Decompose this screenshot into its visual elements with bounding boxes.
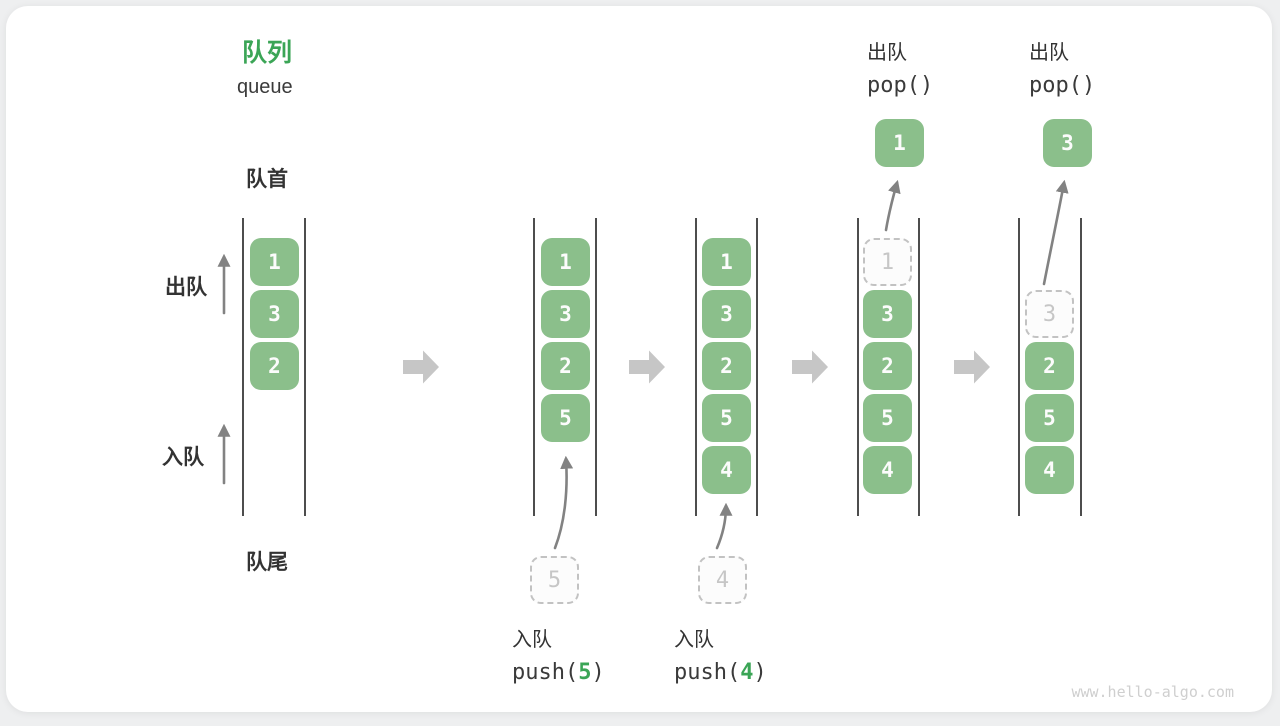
- queue2-left-wall: [533, 218, 535, 516]
- op-push-5-arg: 5: [578, 660, 592, 685]
- queue2-staged-ghost-cell: 5: [530, 556, 579, 604]
- queue4-cell: 5: [863, 394, 912, 442]
- transition-arrow-3: [792, 350, 828, 384]
- title-zh: 队列: [242, 39, 293, 67]
- queue2-cell: 3: [541, 290, 590, 338]
- op-push-5-label: 入队: [512, 629, 552, 651]
- op-pop-2-code: pop(): [1029, 73, 1096, 98]
- queue4-cell: 4: [863, 446, 912, 494]
- queue3-cell: 5: [702, 394, 751, 442]
- queue1-left-wall: [242, 218, 244, 516]
- queue2-cell: 2: [541, 342, 590, 390]
- op-push-4-label: 入队: [674, 629, 714, 651]
- transition-arrow-4: [954, 350, 990, 384]
- queue4-ghost-cell: 1: [863, 238, 912, 286]
- op-push-5-code: push(5): [512, 660, 605, 685]
- label-dequeue-side: 出队: [165, 276, 207, 299]
- op-push-4-arg: 4: [740, 660, 754, 685]
- queue2-cell: 1: [541, 238, 590, 286]
- pop1-arrow: [884, 179, 901, 232]
- op-push-4: 入队 push(4): [674, 623, 767, 685]
- queue5-ghost-cell: 3: [1025, 290, 1074, 338]
- queue5-left-wall: [1018, 218, 1020, 516]
- queue5-right-wall: [1080, 218, 1082, 516]
- queue3-cell: 2: [702, 342, 751, 390]
- queue4-right-wall: [918, 218, 920, 516]
- queue1-right-wall: [304, 218, 306, 516]
- push5-arrow: [553, 455, 574, 550]
- pop2-arrow: [1042, 179, 1069, 286]
- push4-arrow: [715, 502, 733, 550]
- queue1-cell: 1: [250, 238, 299, 286]
- queue1-cell: 2: [250, 342, 299, 390]
- op-pop-1: 出队 pop(): [867, 36, 933, 98]
- queue1-cell: 3: [250, 290, 299, 338]
- queue3-cell: 4: [702, 446, 751, 494]
- queue4-cell: 2: [863, 342, 912, 390]
- title-en: queue: [237, 76, 293, 98]
- queue3-right-wall: [756, 218, 758, 516]
- queue4-popped-cell: 1: [875, 119, 924, 167]
- label-enqueue-side: 入队: [162, 446, 204, 469]
- queue3-left-wall: [695, 218, 697, 516]
- queue2-right-wall: [595, 218, 597, 516]
- op-push-5: 入队 push(5): [512, 623, 605, 685]
- queue5-cell: 2: [1025, 342, 1074, 390]
- queue4-cell: 3: [863, 290, 912, 338]
- watermark: www.hello-algo.com: [1071, 683, 1234, 701]
- queue4-left-wall: [857, 218, 859, 516]
- queue3-staged-ghost-cell: 4: [698, 556, 747, 604]
- queue5-cell: 5: [1025, 394, 1074, 442]
- queue5-cell: 4: [1025, 446, 1074, 494]
- queue3-cell: 3: [702, 290, 751, 338]
- label-queue-rear: 队尾: [246, 551, 288, 574]
- transition-arrow-1: [403, 350, 439, 384]
- arrows-layer: [217, 179, 1069, 550]
- op-pop-1-code: pop(): [867, 73, 934, 98]
- queue5-popped-cell: 3: [1043, 119, 1092, 167]
- op-pop-2: 出队 pop(): [1029, 36, 1095, 98]
- op-push-4-code: push(4): [674, 660, 767, 685]
- op-pop-1-label: 出队: [867, 42, 907, 64]
- diagram-card: 队列 queue 队首 队尾 出队 入队 1 3 2 1 3 2 5 5 1 3…: [6, 6, 1272, 712]
- queue3-cell: 1: [702, 238, 751, 286]
- label-queue-front: 队首: [246, 168, 288, 191]
- queue2-cell: 5: [541, 394, 590, 442]
- op-pop-2-label: 出队: [1029, 42, 1069, 64]
- transition-arrow-2: [629, 350, 665, 384]
